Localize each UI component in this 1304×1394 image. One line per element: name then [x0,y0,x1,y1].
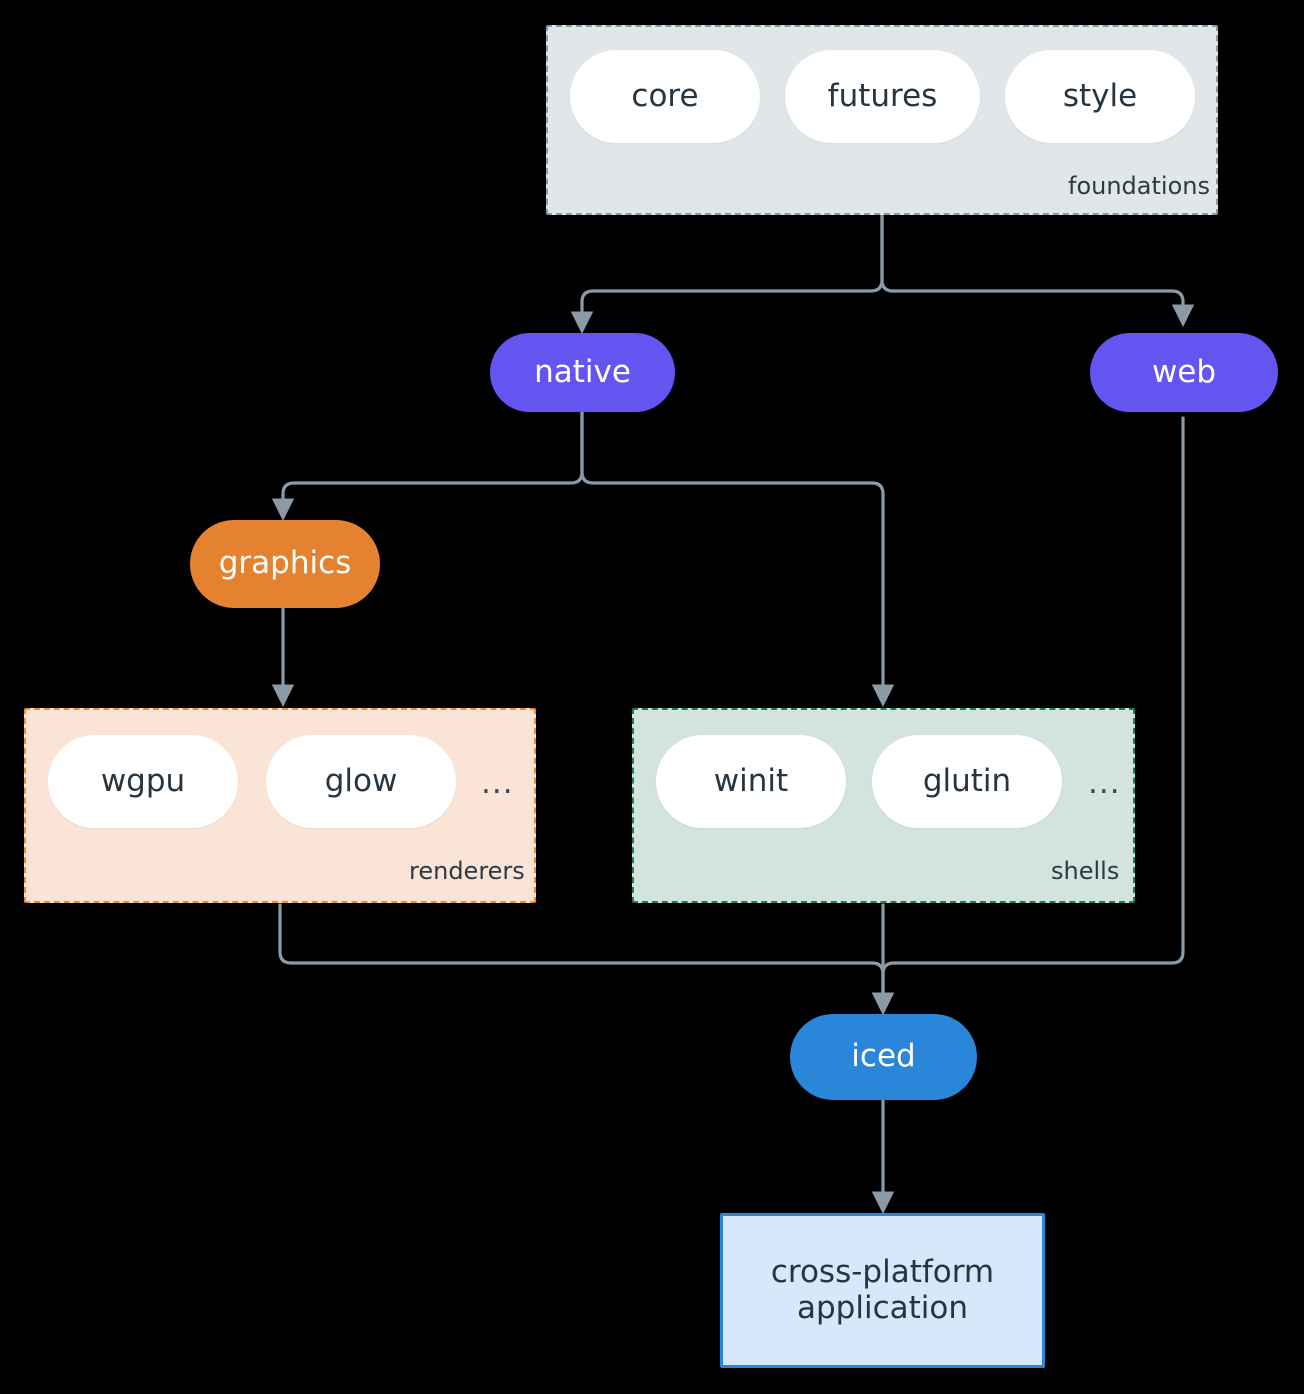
shells-ellipsis: ... [1088,765,1121,801]
edge-native-shells [580,410,895,707]
app-label-line2: application [797,1289,968,1326]
node-web[interactable]: web [1090,333,1278,412]
edge-native-graphics [271,410,584,521]
cluster-renderers-label: renderers [409,857,525,885]
node-glutin[interactable]: glutin [872,735,1062,828]
renderers-ellipsis: ... [481,765,514,801]
node-winit[interactable]: winit [656,735,846,828]
node-graphics[interactable]: graphics [190,520,380,608]
app-label-line1: cross-platform [770,1253,995,1290]
edge-foundations-native [570,214,884,334]
node-style[interactable]: style [1005,50,1195,143]
node-wgpu[interactable]: wgpu [48,735,238,828]
node-glow[interactable]: glow [266,735,456,828]
cluster-shells-label: shells [1051,857,1120,885]
node-futures[interactable]: futures [785,50,980,143]
cluster-foundations-label: foundations [1068,172,1210,200]
node-iced[interactable]: iced [790,1014,977,1100]
node-native[interactable]: native [490,333,675,412]
edge-renderers-iced [278,903,895,1015]
node-core[interactable]: core [570,50,760,143]
edge-foundations-web [880,214,1195,327]
node-cross-platform-application[interactable]: cross-platform application [720,1213,1045,1368]
